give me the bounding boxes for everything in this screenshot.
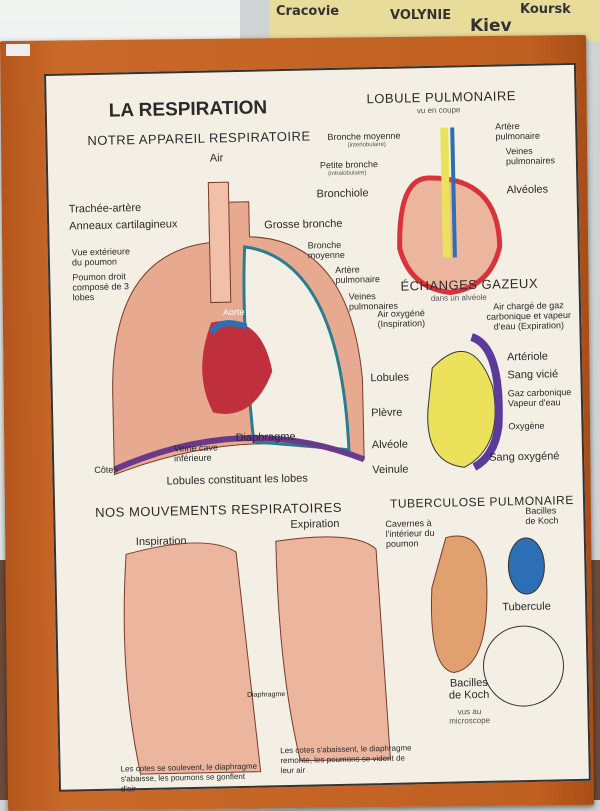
label: Bronche moyenne bbox=[327, 130, 401, 143]
label: Poumon droit composé de 3 lobes bbox=[72, 271, 130, 303]
label: Cavernes à l'intérieur du poumon bbox=[385, 517, 435, 549]
arteriole-drawing bbox=[470, 333, 503, 471]
label: Bronchiole bbox=[316, 187, 369, 201]
label: (interlobulaire) bbox=[347, 141, 386, 149]
respiration-poster: LA RESPIRATION NOTRE APPAREIL RESPIRATOI… bbox=[44, 62, 591, 794]
diaphragm-drawing bbox=[113, 434, 366, 473]
label: Veines pulmonaires bbox=[505, 145, 556, 167]
map-label: VOLYNIE bbox=[390, 8, 452, 23]
map-label: Cracovie bbox=[276, 4, 340, 19]
poster-title: LA RESPIRATION bbox=[108, 97, 268, 122]
tb-lung-drawing bbox=[430, 535, 488, 674]
microscope-view bbox=[483, 625, 565, 707]
subtitle: dans un alvéole bbox=[430, 292, 487, 303]
subtitle: vu en coupe bbox=[416, 105, 461, 116]
label: Oxygène bbox=[508, 420, 545, 432]
label: Diaphragme bbox=[235, 430, 296, 445]
label: Bronche moyenne bbox=[307, 239, 345, 261]
label: Veinule bbox=[372, 463, 409, 477]
heart-drawing bbox=[202, 320, 273, 414]
label: Tubercule bbox=[502, 600, 551, 614]
poster-illustrations bbox=[112, 127, 565, 775]
label: Inspiration bbox=[135, 535, 187, 549]
trachea-drawing bbox=[207, 181, 232, 304]
label: (intralobulaire) bbox=[328, 170, 367, 178]
label: Alvéoles bbox=[506, 183, 549, 197]
lobule-vein bbox=[450, 127, 457, 258]
section-title: ÉCHANGES GAZEUX bbox=[400, 275, 539, 294]
label: Trachée-artère bbox=[68, 201, 142, 216]
label: Anneaux cartilagineux bbox=[69, 218, 178, 233]
map-label: Kiev bbox=[470, 16, 512, 36]
label: Aorte bbox=[222, 306, 245, 318]
tubercle-drawing bbox=[507, 537, 545, 595]
label: Veine cave inférieure bbox=[173, 442, 219, 464]
label: vus au microscope bbox=[449, 706, 491, 726]
label: Bacilles de Koch bbox=[448, 676, 490, 702]
chest-inspiration bbox=[123, 542, 262, 775]
label: Sang oxygéné bbox=[489, 450, 560, 464]
label: Vue extérieure du poumon bbox=[71, 246, 131, 268]
label: Diaphragme bbox=[246, 691, 286, 699]
label: Plèvre bbox=[371, 406, 403, 420]
label: Bacilles de Koch bbox=[525, 505, 559, 527]
label: Sang vicié bbox=[507, 368, 559, 382]
label: Côtes bbox=[94, 464, 118, 476]
label: Petite bronche bbox=[319, 159, 379, 171]
alveole-drawing bbox=[427, 351, 496, 468]
aorta-drawing bbox=[208, 320, 248, 335]
chest-expiration bbox=[275, 536, 391, 762]
lobule-bronchus bbox=[440, 127, 451, 258]
label: Expiration bbox=[290, 517, 340, 531]
label: Artériole bbox=[506, 350, 549, 364]
caption: Les cotes s'abaissent, le diaphragme rem… bbox=[280, 743, 412, 776]
label: Air oxygéné (Inspiration) bbox=[377, 308, 426, 330]
inventory-tag bbox=[6, 44, 30, 56]
section-title: LOBULE PULMONAIRE bbox=[366, 88, 517, 107]
label: Gaz carbonique Vapeur d'eau bbox=[507, 387, 572, 409]
label: Air chargé de gaz carbonique et vapeur d… bbox=[486, 300, 572, 332]
label: Artère pulmonaire bbox=[335, 264, 381, 285]
label: Alvéole bbox=[371, 438, 409, 452]
label: Artère pulmonaire bbox=[495, 121, 541, 142]
label: Lobules bbox=[370, 371, 410, 385]
pleura-drawing bbox=[242, 245, 351, 452]
label: Grosse bronche bbox=[264, 217, 343, 232]
caption: Les cotes se soulevent, le diaphragme s'… bbox=[120, 761, 258, 794]
map-label: Koursk bbox=[520, 2, 571, 17]
label: Air bbox=[209, 152, 224, 165]
